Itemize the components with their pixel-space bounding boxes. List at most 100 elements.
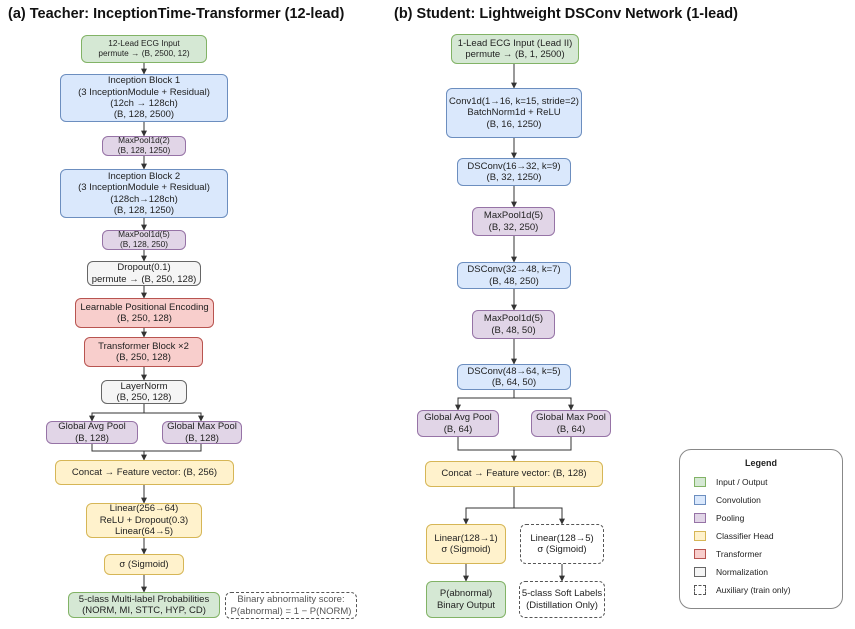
- node-text-line: permute → (B, 250, 128): [91, 273, 197, 285]
- node-text-line: 12-Lead ECG Input: [108, 38, 180, 49]
- node-text-line: Inception Block 2: [107, 170, 181, 182]
- student-title: (b) Student: Lightweight DSConv Network …: [394, 6, 738, 22]
- node-text-line: (B, 250, 128): [116, 352, 171, 363]
- node-text-line: MaxPool1d(5): [483, 210, 544, 222]
- legend-swatch: [694, 513, 706, 523]
- student-maxpool-1: MaxPool1d(5)(B, 32, 250): [472, 207, 555, 236]
- node-text-line: LayerNorm: [120, 380, 168, 392]
- node-text-line: (B, 48, 250): [489, 275, 539, 287]
- node-text-line: P(abnormal) = 1 − P(NORM): [230, 605, 352, 617]
- node-text-line: (B, 128): [185, 432, 219, 444]
- teacher-inception-block-2: Inception Block 2(3 InceptionModule + Re…: [60, 169, 228, 218]
- node-text-line: (B, 64): [443, 423, 473, 435]
- teacher-maxpool-1: MaxPool1d(2)(B, 128, 1250): [102, 135, 186, 156]
- legend-title: Legend: [744, 458, 777, 468]
- node-text-line: MaxPool1d(5): [483, 313, 544, 325]
- node-text-line: (B, 250, 128): [116, 392, 172, 403]
- node-text-line: Concat → Feature vector: (B, 256): [71, 466, 218, 478]
- node-text-line: BatchNorm1d + ReLU: [467, 107, 561, 119]
- node-text-line: (B, 32, 250): [488, 221, 539, 233]
- teacher-linear-head: Linear(256→64)ReLU + Dropout(0.3)Linear(…: [86, 503, 202, 538]
- legend-swatch: [694, 495, 706, 505]
- node-text-line: Conv1d(1→16, k=15, stride=2): [449, 95, 579, 107]
- legend-item: Classifier Head: [694, 531, 774, 541]
- student-binary-output: P(abnormal)Binary Output: [426, 581, 506, 618]
- node-text-line: Learnable Positional Encoding: [80, 301, 209, 313]
- student-conv1d-block: Conv1d(1→16, k=15, stride=2)BatchNorm1d …: [446, 88, 582, 138]
- legend: Legend Input / Output Convolution Poolin…: [679, 449, 843, 609]
- legend-swatch: [694, 531, 706, 541]
- node-text-line: σ (Sigmoid): [119, 558, 169, 570]
- node-text-line: 5-class Soft Labels: [521, 588, 603, 600]
- teacher-output-probabilities: 5-class Multi-label Probabilities(NORM, …: [68, 592, 220, 618]
- teacher-binary-score-note: Binary abnormality score:P(abnormal) = 1…: [225, 592, 357, 619]
- node-text-line: Linear(128→1): [434, 532, 498, 544]
- student-dsconv-1: DSConv(16→32, k=9)(B, 32, 1250): [457, 158, 571, 186]
- legend-item: Convolution: [694, 495, 761, 505]
- node-text-line: Binary Output: [436, 599, 496, 611]
- legend-swatch: [694, 567, 706, 577]
- student-linear-binary: Linear(128→1)σ (Sigmoid): [426, 524, 506, 564]
- teacher-maxpool-2: MaxPool1d(5)(B, 128, 250): [102, 229, 186, 250]
- node-text-line: Global Max Pool: [536, 412, 606, 424]
- node-text-line: (128ch→128ch): [110, 193, 178, 205]
- node-text-line: MaxPool1d(2): [118, 135, 170, 146]
- teacher-layernorm: LayerNorm(B, 250, 128): [101, 380, 187, 404]
- legend-item: Normalization: [694, 567, 768, 577]
- node-text-line: Global Avg Pool: [58, 421, 126, 433]
- node-text-line: (B, 64, 50): [491, 377, 537, 388]
- teacher-positional-encoding: Learnable Positional Encoding(B, 250, 12…: [75, 298, 214, 328]
- legend-item: Auxiliary (train only): [694, 585, 791, 595]
- node-text-line: Global Avg Pool: [424, 412, 492, 424]
- legend-label: Pooling: [716, 513, 745, 523]
- node-text-line: Concat → Feature vector: (B, 128): [441, 468, 587, 480]
- student-input-node: 1-Lead ECG Input (Lead II)permute → (B, …: [451, 34, 579, 64]
- node-text-line: permute → (B, 2500, 12): [98, 48, 190, 58]
- node-text-line: (NORM, MI, STTC, HYP, CD): [82, 605, 206, 616]
- node-text-line: (3 InceptionModule + Residual): [78, 86, 210, 98]
- student-soft-labels-output: 5-class Soft Labels(Distillation Only): [519, 581, 605, 618]
- legend-item: Transformer: [694, 549, 762, 559]
- student-linear-aux: Linear(128→5)σ (Sigmoid): [520, 524, 604, 564]
- node-text-line: (B, 16, 1250): [486, 118, 542, 130]
- node-text-line: (B, 128, 1250): [113, 204, 175, 216]
- node-text-line: DSConv(32→48, k=7): [467, 264, 561, 276]
- legend-label: Normalization: [716, 567, 768, 577]
- legend-item: Input / Output: [694, 477, 768, 487]
- node-text-line: Transformer Block ×2: [98, 340, 189, 352]
- legend-swatch: [694, 585, 706, 595]
- node-text-line: MaxPool1d(5): [118, 229, 170, 240]
- node-text-line: Binary abnormality score:: [237, 594, 345, 606]
- node-text-line: (B, 128, 250): [120, 239, 168, 249]
- legend-label: Input / Output: [716, 477, 768, 487]
- teacher-concat-feature: Concat → Feature vector: (B, 256): [55, 460, 234, 485]
- node-text-line: (B, 48, 50): [491, 324, 536, 336]
- node-text-line: 5-class Multi-label Probabilities: [78, 593, 210, 605]
- node-text-line: P(abnormal): [439, 588, 493, 600]
- legend-label: Convolution: [716, 495, 761, 505]
- node-text-line: σ (Sigmoid): [441, 544, 491, 555]
- node-text-line: (B, 32, 1250): [486, 172, 542, 183]
- student-global-max-pool: Global Max Pool(B, 64): [531, 410, 611, 437]
- node-text-line: Linear(128→5): [530, 532, 594, 544]
- node-text-line: (3 InceptionModule + Residual): [78, 182, 210, 194]
- teacher-global-max-pool: Global Max Pool(B, 128): [162, 421, 242, 444]
- teacher-inception-block-1: Inception Block 1(3 InceptionModule + Re…: [60, 74, 228, 122]
- legend-swatch: [694, 477, 706, 487]
- teacher-title: (a) Teacher: InceptionTime-Transformer (…: [8, 6, 345, 22]
- legend-label: Auxiliary (train only): [716, 585, 791, 595]
- node-text-line: DSConv(48→64, k=5): [467, 365, 561, 377]
- teacher-sigmoid: σ (Sigmoid): [104, 554, 184, 575]
- node-text-line: (Distillation Only): [526, 599, 598, 611]
- node-text-line: (B, 128, 2500): [113, 109, 175, 121]
- student-global-avg-pool: Global Avg Pool(B, 64): [417, 410, 499, 437]
- legend-label: Transformer: [716, 549, 762, 559]
- student-maxpool-2: MaxPool1d(5)(B, 48, 50): [472, 310, 555, 339]
- teacher-global-avg-pool: Global Avg Pool(B, 128): [46, 421, 138, 444]
- node-text-line: Global Max Pool: [167, 421, 237, 433]
- node-text-line: (B, 128, 1250): [117, 145, 171, 155]
- student-concat-feature: Concat → Feature vector: (B, 128): [425, 461, 603, 487]
- node-text-line: (B, 128): [75, 432, 109, 444]
